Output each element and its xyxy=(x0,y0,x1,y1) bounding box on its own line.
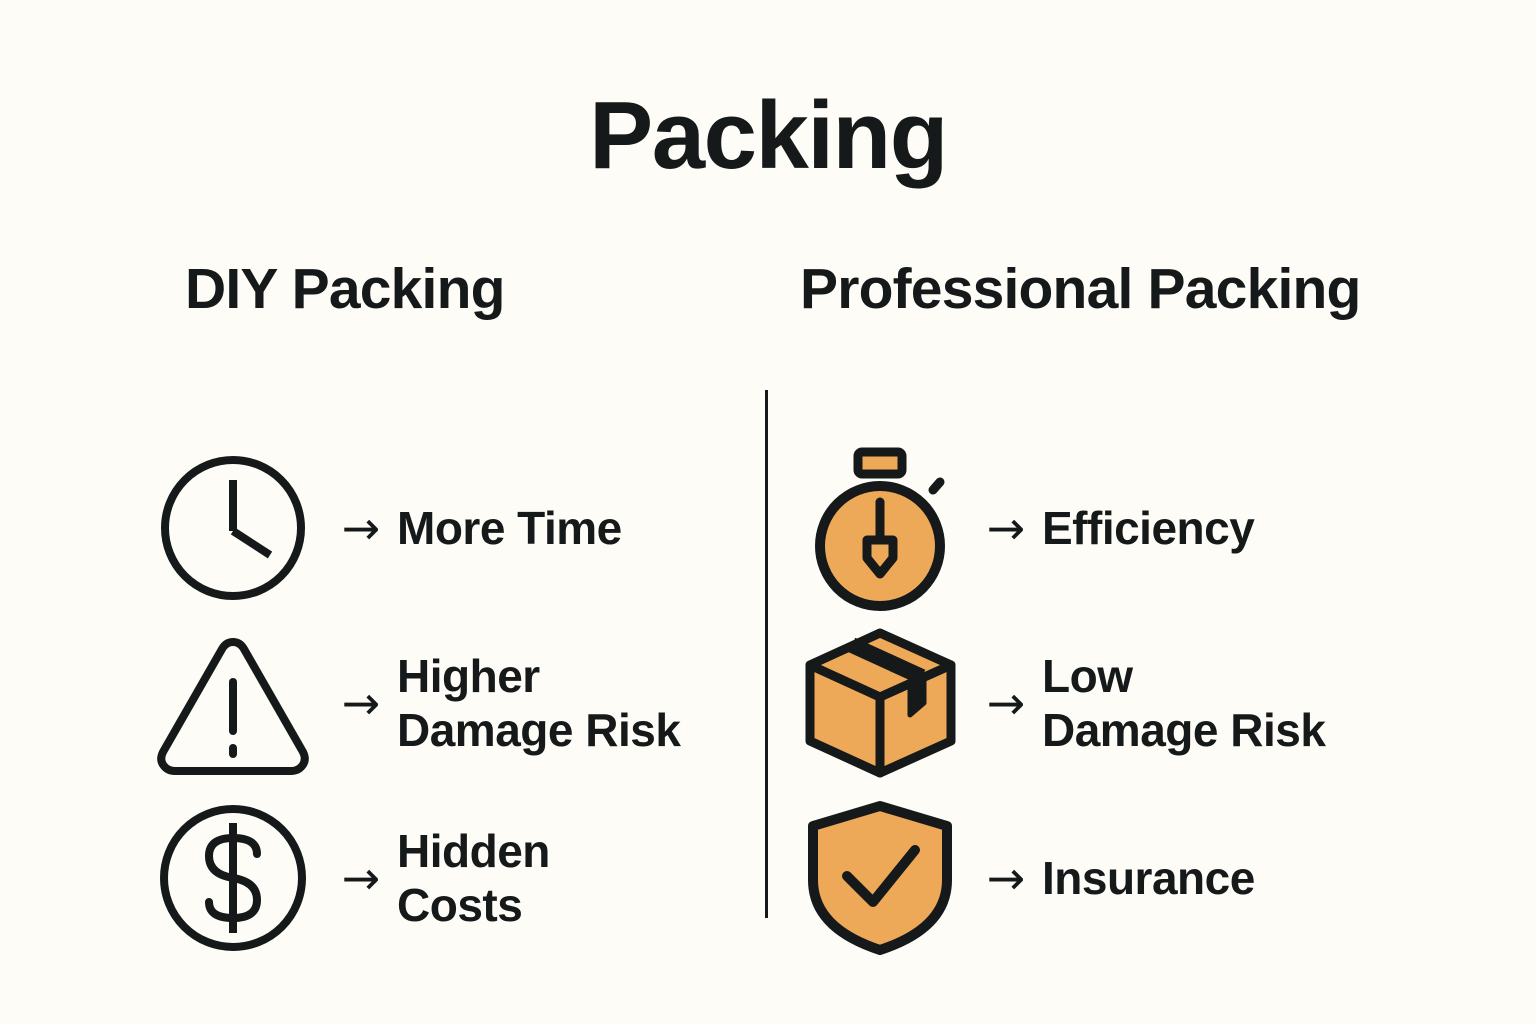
arrow-icon: → xyxy=(341,676,381,731)
arrow-icon: → xyxy=(341,501,381,556)
column-professional-packing: Professional Packing xyxy=(790,257,1450,956)
column-heading-diy: DIY Packing xyxy=(185,257,505,321)
list-item-label: Efficiency xyxy=(1042,502,1255,555)
list-item-label: Hidden Costs xyxy=(397,824,550,932)
column-divider xyxy=(765,390,768,918)
page-title: Packing xyxy=(589,82,948,189)
row-list-diy: → More Time → Higher Damage Risk xyxy=(140,441,760,966)
column-diy-packing: DIY Packing → More Time xyxy=(140,257,760,951)
list-item-label: More Time xyxy=(397,502,622,555)
box-icon xyxy=(790,623,970,783)
shield-check-icon xyxy=(790,798,970,958)
row-list-professional: → Efficiency xyxy=(790,441,1450,966)
column-heading-professional: Professional Packing xyxy=(800,257,1361,321)
list-item: → Insurance xyxy=(790,791,1450,966)
list-item: → Higher Damage Risk xyxy=(140,616,760,791)
list-item-label: Higher Damage Risk xyxy=(397,649,681,757)
clock-icon xyxy=(140,448,325,608)
arrow-icon: → xyxy=(341,851,381,906)
dollar-circle-icon xyxy=(140,798,325,958)
list-item: → Low Damage Risk xyxy=(790,616,1450,791)
arrow-icon: → xyxy=(986,851,1026,906)
warning-triangle-icon xyxy=(140,623,325,783)
stopwatch-icon xyxy=(790,447,970,611)
arrow-icon: → xyxy=(986,676,1026,731)
list-item-label: Low Damage Risk xyxy=(1042,649,1326,757)
list-item: → Hidden Costs xyxy=(140,791,760,966)
list-item: → More Time xyxy=(140,441,760,616)
arrow-icon: → xyxy=(986,501,1026,556)
list-item: → Efficiency xyxy=(790,441,1450,616)
list-item-label: Insurance xyxy=(1042,852,1255,905)
